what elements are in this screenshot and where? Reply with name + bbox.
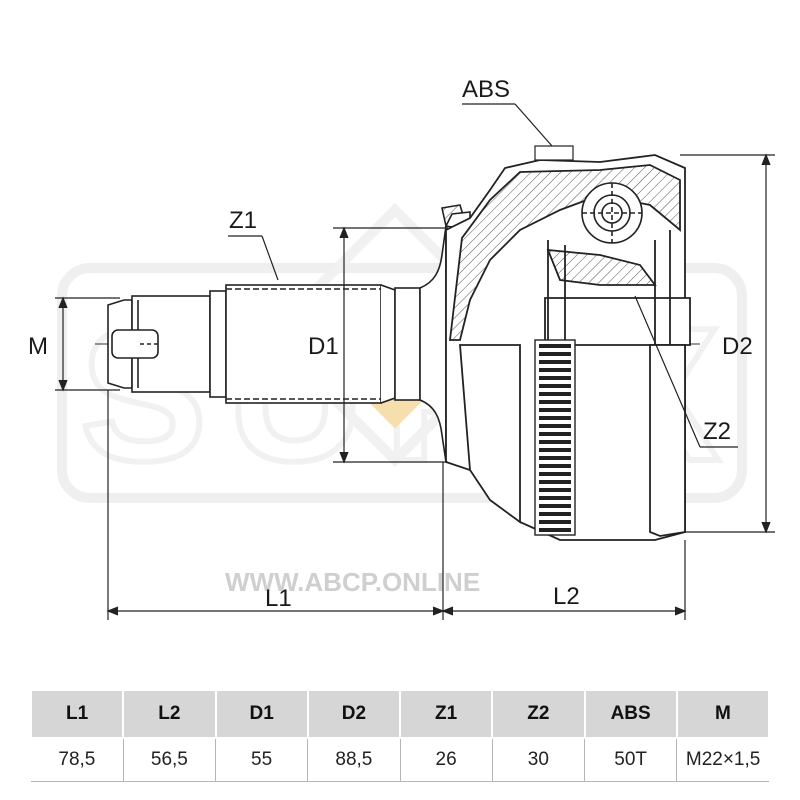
header-abs: ABS xyxy=(583,689,678,739)
abs-tooth xyxy=(539,344,571,348)
abs-ring xyxy=(534,339,576,536)
abs-tooth xyxy=(539,376,571,380)
label-z2: Z2 xyxy=(703,418,731,445)
abs-tooth xyxy=(539,416,571,420)
label-d2: D2 xyxy=(722,333,753,360)
dimension-l1-l2 xyxy=(106,390,687,620)
abs-tooth xyxy=(539,488,571,492)
header-z2: Z2 xyxy=(491,689,586,739)
value-d2: 88,5 xyxy=(307,738,400,782)
ball-cage xyxy=(581,182,643,244)
value-l1: 78,5 xyxy=(31,738,124,782)
abs-tooth xyxy=(539,472,571,476)
value-d1: 55 xyxy=(214,738,308,782)
abs-tooth xyxy=(539,512,571,516)
abs-tooth xyxy=(539,480,571,484)
label-l2: L2 xyxy=(553,583,580,610)
header-m: M xyxy=(675,689,771,739)
abs-tooth xyxy=(539,528,571,532)
label-m: M xyxy=(28,333,48,360)
abs-tooth xyxy=(539,360,571,364)
header-d2: D2 xyxy=(306,689,402,739)
value-m: M22×1,5 xyxy=(676,738,769,782)
header-l1: L1 xyxy=(29,689,125,739)
label-d1: D1 xyxy=(308,333,339,360)
dimension-m xyxy=(55,296,120,392)
abs-tooth xyxy=(539,400,571,404)
value-abs: 50T xyxy=(583,738,677,782)
value-z2: 30 xyxy=(491,738,585,782)
leader-z1 xyxy=(228,235,279,281)
abs-tooth xyxy=(539,384,571,388)
abs-tooth xyxy=(539,352,571,356)
abs-tooth xyxy=(539,456,571,460)
specs-header-row: L1 L2 D1 D2 Z1 Z2 ABS M xyxy=(29,689,771,739)
label-l1: L1 xyxy=(265,585,292,612)
header-l2: L2 xyxy=(122,689,217,739)
watermark-url: WWW.ABCP.ONLINE xyxy=(225,567,480,597)
label-abs: ABS xyxy=(462,76,510,103)
spline-section xyxy=(225,284,421,404)
abs-tooth xyxy=(539,496,571,500)
abs-tooth xyxy=(539,432,571,436)
abs-tooth xyxy=(539,464,571,468)
abs-tooth xyxy=(539,424,571,428)
cv-joint-drawing: SUFIX WWW.ABCP.ONLINE xyxy=(28,76,775,620)
abs-tooth xyxy=(539,408,571,412)
abs-tooth xyxy=(539,368,571,372)
specs-value-row: 78,5 56,5 55 88,5 26 30 50T M22×1,5 xyxy=(31,738,769,782)
leader-z2 xyxy=(634,295,738,448)
leader-abs xyxy=(462,103,574,161)
header-z1: Z1 xyxy=(398,689,494,739)
abs-tooth xyxy=(539,448,571,452)
header-d1: D1 xyxy=(214,689,309,739)
abs-tooth xyxy=(539,520,571,524)
value-z1: 26 xyxy=(399,738,493,782)
abs-tooth xyxy=(539,504,571,508)
value-l2: 56,5 xyxy=(122,738,216,782)
label-z1: Z1 xyxy=(229,207,257,234)
dimension-d1 xyxy=(333,226,448,464)
specs-table: L1 L2 D1 D2 Z1 Z2 ABS M 78,5 56,5 55 88,… xyxy=(29,689,771,782)
dimension-d2 xyxy=(680,153,775,534)
abs-tooth xyxy=(539,440,571,444)
abs-tooth xyxy=(539,392,571,396)
threaded-end xyxy=(107,290,227,398)
